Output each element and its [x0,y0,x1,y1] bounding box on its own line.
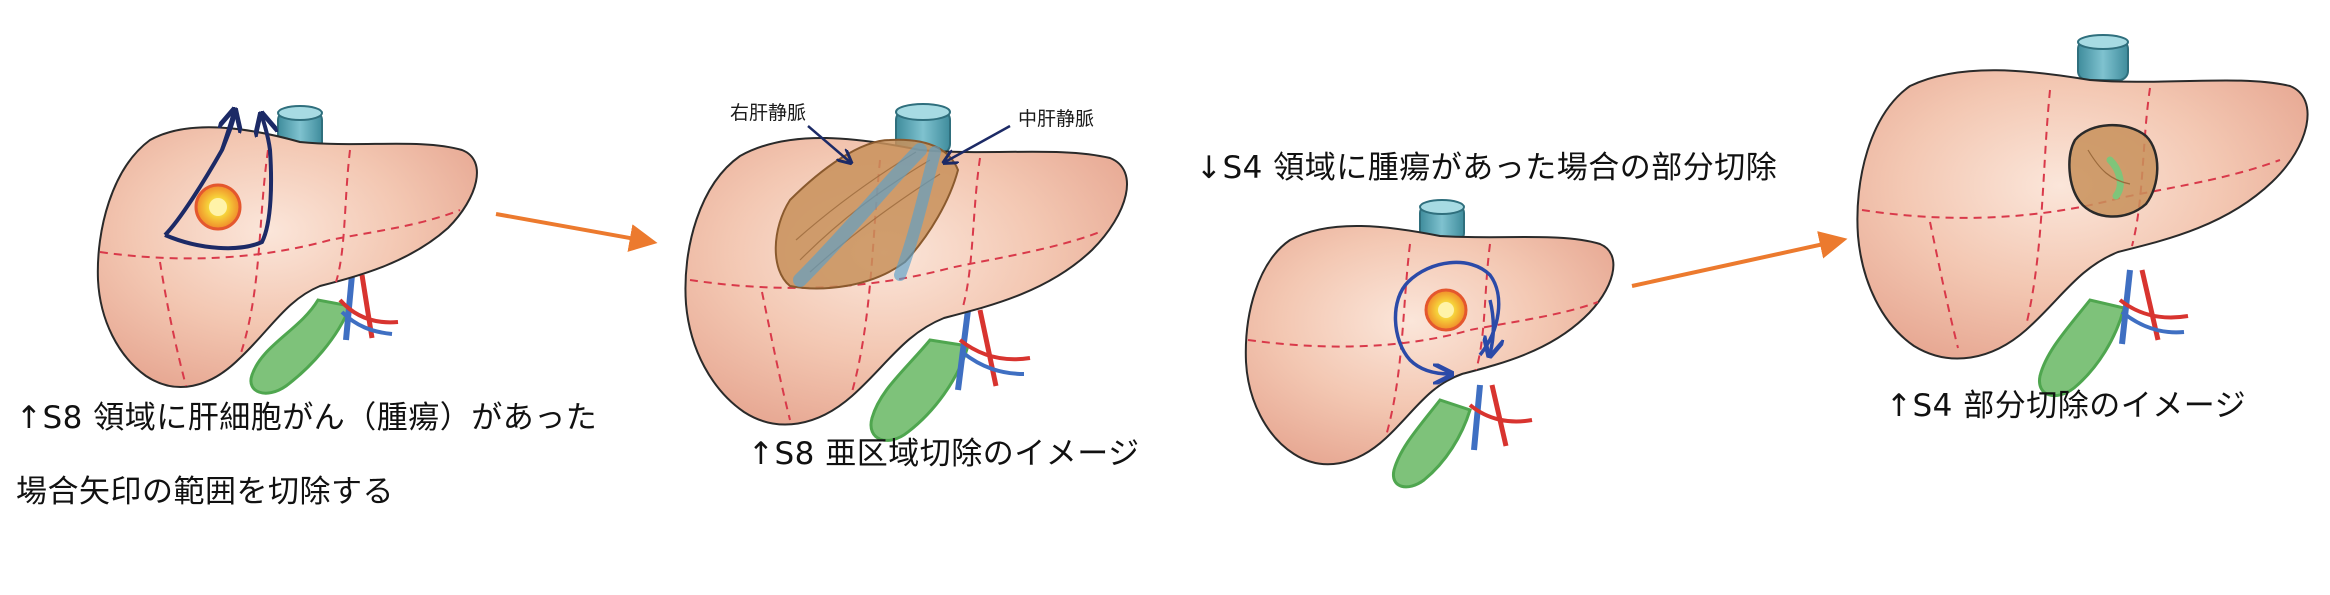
label-right-hepatic-vein: 右肝静脈 [730,102,807,124]
liver-3-illustration [1244,199,1615,489]
liver-4-illustration [1856,34,2309,398]
label-middle-hepatic-vein: 中肝静脈 [1018,108,1095,130]
liver-1-body [96,126,478,388]
flow-arrow-1 [495,212,658,252]
caption-s8-region-line1: ↑S8 領域に肝細胞がん（腫瘍）があった [16,400,598,436]
liver-1-illustration [96,106,478,395]
caption-s4-region: ↓S4 領域に腫瘍があった場合の部分切除 [1196,150,1778,186]
caption-s8-resection: ↑S8 亜区域切除のイメージ [748,436,1140,472]
right-hepatic-vein [793,143,927,287]
caption-s8-region-line2: 場合矢印の範囲を切除する [16,474,394,510]
s4-resection-arrow [1393,260,1501,374]
gallbladder-vessels-3 [1391,384,1533,489]
caption-s4-resection: ↑S4 部分切除のイメージ [1886,388,2247,424]
gallbladder-vessels-1 [249,274,399,395]
liver-3-body [1244,224,1615,466]
liver-2-illustration [684,103,1128,442]
s4-resected-area [2068,124,2159,218]
liver-4-body [1856,69,2309,360]
segment-lines-3 [1247,243,1599,437]
tumor-s4 [1424,288,1468,332]
gallbladder-vessels-2 [869,309,1031,442]
segment-lines-1 [99,149,461,387]
flow-arrow-2 [1631,231,1848,288]
middle-hepatic-vein [894,146,941,281]
tumor-s8 [194,183,242,231]
gallbladder-vessels-4 [2038,269,2189,398]
